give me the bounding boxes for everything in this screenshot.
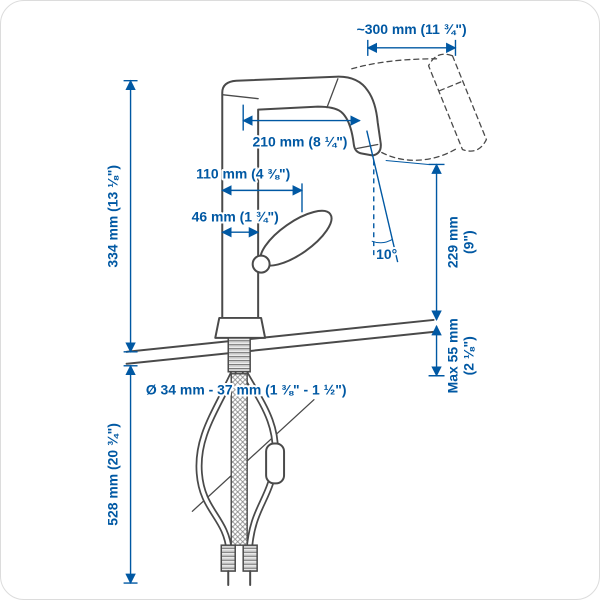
cabinet-edge-line [191, 399, 315, 512]
label-handle-offset: 110 mm (4 ⅜") [196, 165, 290, 181]
pullout-hose-braided [230, 373, 248, 546]
faucet-body [221, 75, 382, 319]
dimension-labels: ~300 mm (11 ¾") 210 mm (8 ¼") 110 mm (4 … [103, 19, 479, 528]
aerator-line [356, 143, 379, 150]
label-hose-length: 528 mm (20 ¾") [105, 423, 121, 526]
label-clearance-mm: 229 mm [444, 216, 460, 268]
angle-arc [371, 238, 393, 244]
faucet-drawing [125, 53, 488, 587]
base-escutcheon [214, 316, 267, 339]
label-max-deck-mm: Max 55 mm [444, 318, 460, 393]
supply-hose-left-inner [197, 372, 235, 553]
supply-hose-left [195, 370, 237, 555]
label-clearance-in: (9") [460, 230, 476, 254]
angle-leg-solid [366, 130, 399, 263]
label-pullout-extension: ~300 mm (11 ¾") [357, 21, 467, 37]
pullout-hose-path [381, 146, 460, 161]
pullout-trajectory [351, 58, 438, 70]
dimension-annotations [123, 39, 457, 585]
pullout-spray-head-dashed [351, 53, 488, 161]
pullout-head-seam [438, 81, 463, 92]
threaded-shank [227, 337, 251, 373]
pullout-head-outline [427, 53, 488, 152]
label-hole-diameter: Ø 34 mm - 37 mm (1 ⅜" - 1 ½") [146, 382, 347, 398]
extension-line [385, 159, 429, 165]
label-spout-reach: 210 mm (8 ¼") [253, 134, 348, 150]
spray-head-seam [326, 78, 339, 109]
label-total-height: 334 mm (13 ⅛") [105, 165, 121, 268]
label-base-width: 46 mm (1 ¾") [192, 208, 279, 224]
hose-connector-left [220, 544, 236, 572]
hose-weight [265, 442, 286, 485]
body-cap-seam [221, 94, 259, 100]
countertop-bottom-edge [125, 330, 435, 365]
hose-connector-right [242, 544, 258, 572]
label-spray-angle: 10° [376, 246, 397, 262]
label-max-deck-in: (2 ⅛") [460, 336, 476, 375]
lever-pivot [251, 254, 271, 274]
countertop-top-edge [125, 318, 435, 353]
